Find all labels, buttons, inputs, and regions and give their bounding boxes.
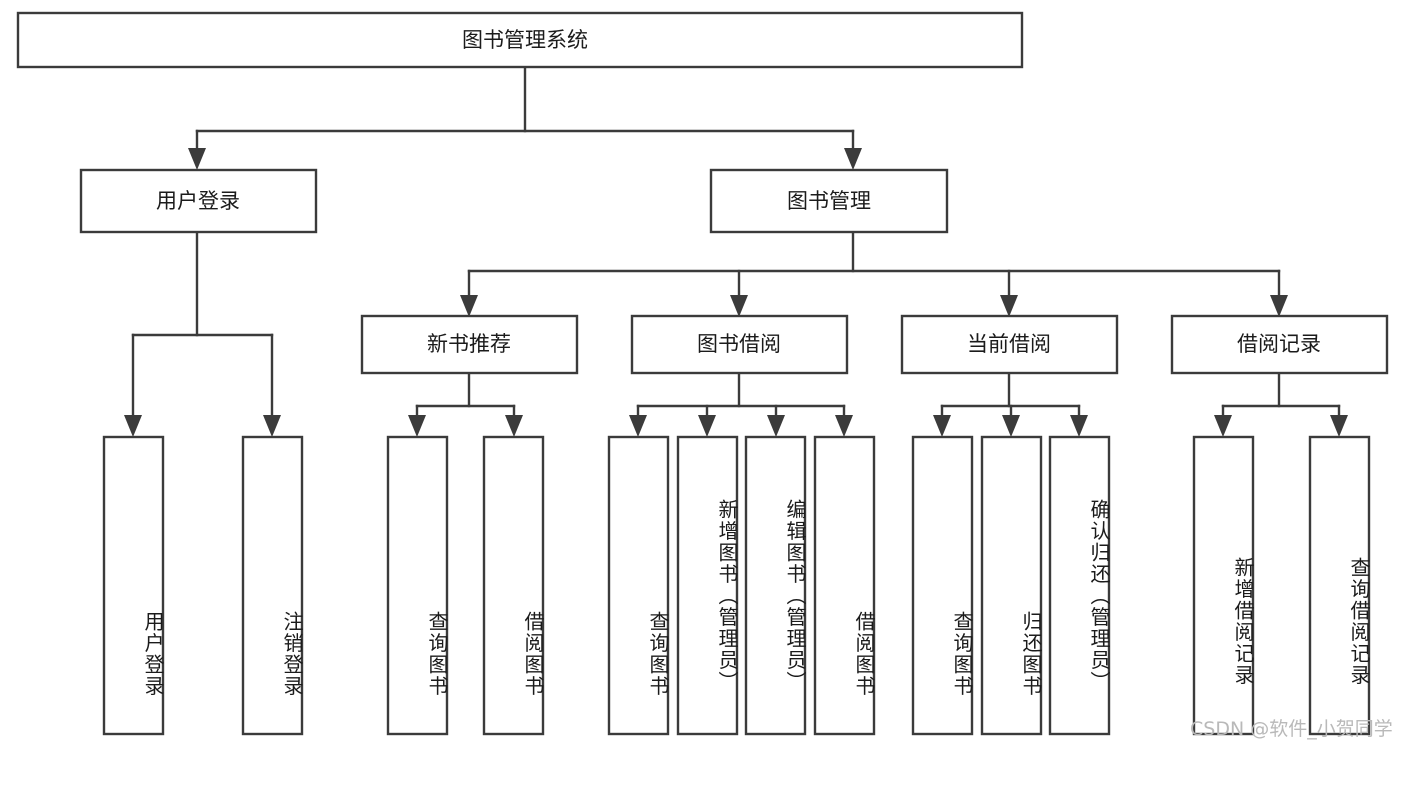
- connector-group-bookborrow-to-leaves: [629, 371, 853, 437]
- connector-group-userlogin-to-leaves: [124, 230, 281, 437]
- node-current-borrow-label: 当前借阅: [967, 332, 1051, 356]
- leaf-current-borrow-0[interactable]: [911, 435, 974, 736]
- watermark: CSDN @软件_小贺同学: [1190, 718, 1393, 740]
- leaf-book-borrow-1[interactable]: [676, 435, 739, 736]
- node-borrow-record-label: 借阅记录: [1237, 332, 1321, 356]
- node-new-book-recommend[interactable]: [360, 314, 579, 375]
- node-user-login-label: 用户登录: [156, 189, 240, 213]
- node-user-login[interactable]: [79, 168, 318, 234]
- node-book-management[interactable]: [709, 168, 949, 234]
- node-root-label: 图书管理系统: [462, 28, 588, 52]
- diagram-root: 图书管理系统 用户登录 图书管理 新书推荐 图书借阅 当前借阅 借阅记录: [16, 11, 1393, 740]
- leaf-borrow-record-1[interactable]: [1308, 435, 1371, 736]
- leaf-book-borrow-2[interactable]: [744, 435, 807, 736]
- leaf-new-book-1[interactable]: [482, 435, 545, 736]
- leaf-book-borrow-3[interactable]: [813, 435, 876, 736]
- node-current-borrow[interactable]: [900, 314, 1119, 375]
- connector-group-bookmgmt-to-level3: [460, 230, 1288, 317]
- leaf-current-borrow-1[interactable]: [980, 435, 1043, 736]
- node-book-borrow-label: 图书借阅: [697, 332, 781, 356]
- node-book-management-label: 图书管理: [787, 189, 871, 213]
- leaf-user-login-1[interactable]: [241, 435, 304, 736]
- node-new-book-recommend-label: 新书推荐: [427, 332, 511, 356]
- connector-group-newbook-to-leaves: [408, 371, 523, 437]
- diagram-canvas: 图书管理系统 用户登录 图书管理 新书推荐 图书借阅 当前借阅 借阅记录: [16, 11, 1389, 736]
- leaf-book-borrow-0[interactable]: [607, 435, 670, 736]
- node-root[interactable]: [16, 11, 1024, 69]
- connector-group-borrowrecord-to-leaves: [1214, 371, 1348, 437]
- leaf-borrow-record-0[interactable]: [1192, 435, 1255, 736]
- connector-group-currentborrow-to-leaves: [933, 371, 1088, 437]
- leaf-new-book-0[interactable]: [386, 435, 449, 736]
- leaf-user-login-0[interactable]: [102, 435, 165, 736]
- connector-group-root-to-level2: [188, 65, 862, 170]
- node-borrow-record[interactable]: [1170, 314, 1389, 375]
- node-book-borrow[interactable]: [630, 314, 849, 375]
- leaf-current-borrow-2[interactable]: [1048, 435, 1111, 736]
